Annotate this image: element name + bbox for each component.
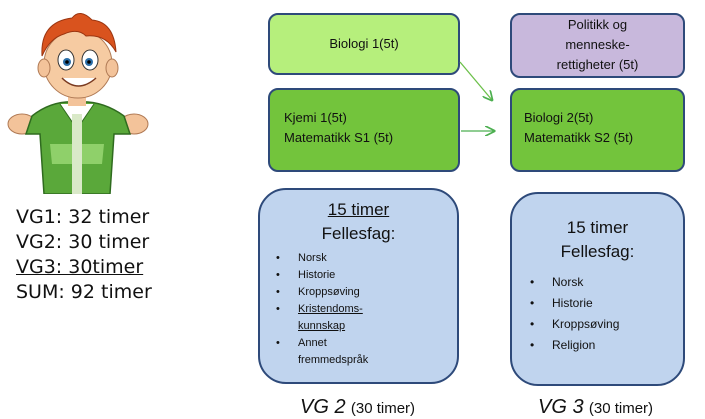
vg3-subject-item: Kroppsøving	[530, 314, 670, 335]
arrow-biologi1-to-vg3	[459, 61, 492, 100]
vg3-footer-label: VG 3	[538, 396, 584, 418]
vg2-subject-item: Kroppsøving	[276, 284, 436, 301]
vg3-politikk-box: Politikk og menneske- rettigheter (5t)	[510, 13, 685, 78]
vg2-fellesfag-hours: 15 timer	[327, 200, 390, 219]
total-vg2: VG2: 30 timer	[16, 231, 150, 253]
vg2-fellesfag-box: 15 timer Fellesfag: Norsk Historie Kropp…	[258, 188, 459, 384]
vg3-matte-s2-label: Matematikk S2 (5t)	[524, 130, 634, 145]
vg2-subject-item: Annet fremmedspråk	[276, 335, 398, 369]
vg3-fellesfag-title: Fellesfag:	[560, 242, 635, 261]
vg2-footer-label: VG 2	[300, 396, 346, 418]
total-sum: SUM: 92 timer	[16, 281, 152, 303]
vg2-subject-item: Historie	[276, 267, 436, 284]
vg3-politikk-line1: Politikk og	[567, 17, 628, 32]
vg2-footer-hours: (30 timer)	[350, 400, 416, 417]
cartoon-boy-shrugging-icon	[7, 13, 149, 194]
vg3-subject-list: Norsk Historie Kroppsøving Religion	[530, 272, 670, 356]
vg2-subject-list: Norsk Historie Kroppsøving Kristendoms-k…	[276, 250, 436, 369]
vg2-subject-item: Kristendoms-kunnskap	[276, 301, 378, 335]
vg2-kjemi1-label: Kjemi 1(5t)	[284, 110, 347, 125]
vg2-matte-s1-label: Matematikk S1 (5t)	[284, 130, 394, 145]
vg2-footer: VG 2 (30 timer)	[300, 396, 415, 419]
vg3-footer-hours: (30 timer)	[588, 400, 654, 417]
vg3-subject-item: Historie	[530, 293, 670, 314]
vg3-footer: VG 3 (30 timer)	[538, 396, 653, 419]
vg3-subject-item: Norsk	[530, 272, 670, 293]
vg3-fellesfag-box: 15 timer Fellesfag: Norsk Historie Kropp…	[510, 192, 685, 386]
vg2-biologi1-box: Biologi 1(5t)	[268, 13, 460, 75]
vg2-fellesfag-title: Fellesfag:	[321, 224, 396, 243]
vg2-subject-item: Norsk	[276, 250, 436, 267]
vg3-core-box: Biologi 2(5t) Matematikk S2 (5t)	[510, 88, 685, 172]
total-vg1: VG1: 32 timer	[16, 206, 150, 228]
vg3-subject-item: Religion	[530, 335, 670, 356]
vg3-fellesfag-hours: 15 timer	[566, 218, 629, 237]
vg3-politikk-line3: rettigheter (5t)	[556, 57, 639, 72]
total-vg3: VG3: 30timer	[16, 256, 144, 278]
vg3-politikk-line2: menneske-	[565, 37, 630, 52]
hours-totals: VG1: 32 timer VG2: 30 timer VG3: 30timer…	[16, 205, 152, 305]
vg3-biologi2-label: Biologi 2(5t)	[524, 110, 594, 125]
vg2-biologi1-label: Biologi 1(5t)	[329, 36, 399, 51]
vg2-core-box: Kjemi 1(5t) Matematikk S1 (5t)	[268, 88, 460, 172]
